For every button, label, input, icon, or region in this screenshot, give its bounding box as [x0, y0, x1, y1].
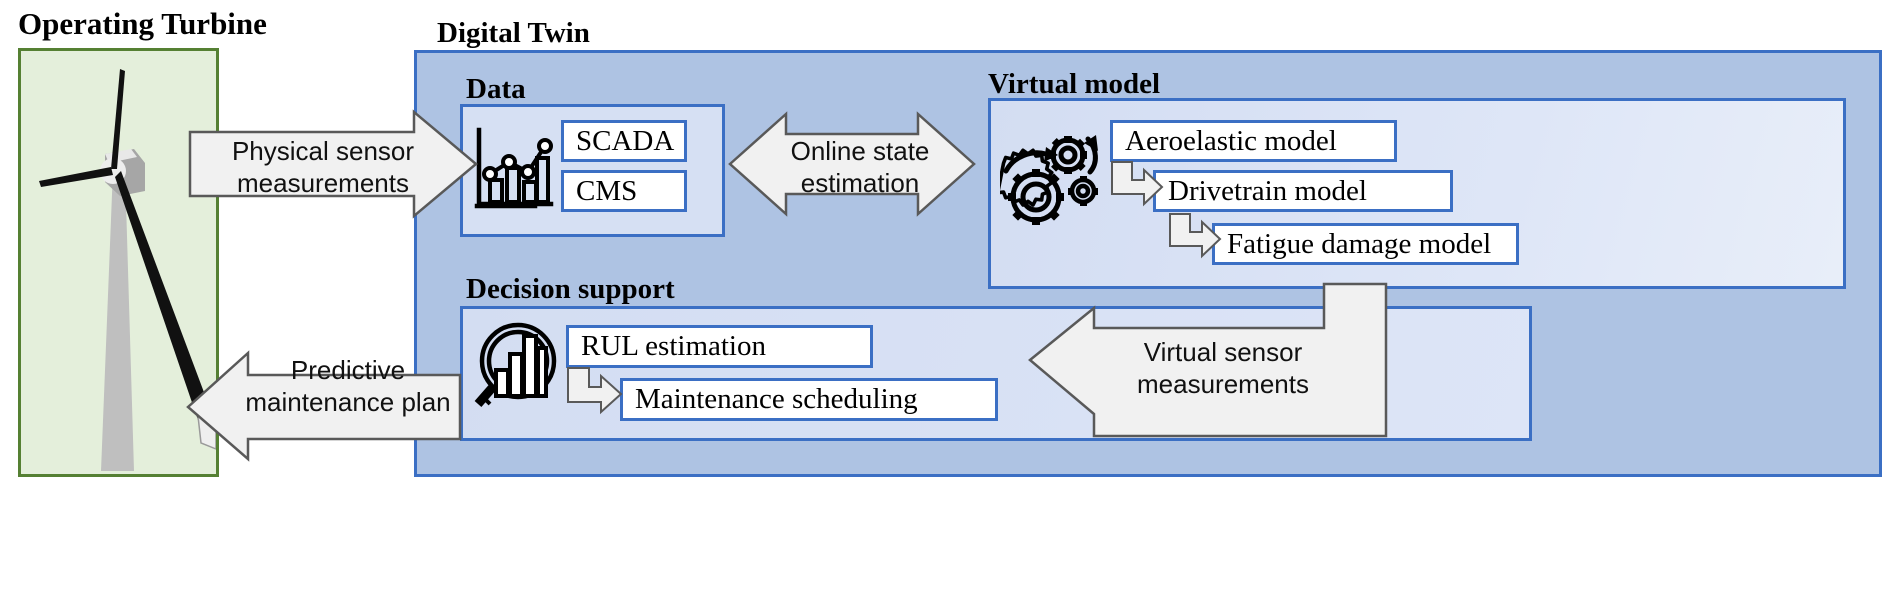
- item-label-rul-estimation: RUL estimation: [581, 330, 766, 362]
- connector-arrow-rul-to-maintenance: [566, 366, 624, 429]
- arrow-predictive-maintenance-plan: [186, 350, 462, 466]
- item-box-maintenance-scheduling[interactable]: Maintenance scheduling: [620, 378, 998, 421]
- section-label-virtual-model: Virtual model: [988, 68, 1161, 100]
- gears-icon: [995, 125, 1110, 238]
- operating-turbine-panel: [18, 48, 219, 477]
- item-label-cms: CMS: [576, 174, 638, 207]
- bar-chart-line-icon: [473, 124, 555, 217]
- magnifier-bar-chart-icon: [470, 318, 562, 423]
- item-box-rul-estimation[interactable]: RUL estimation: [566, 325, 873, 368]
- arrow-virtual-sensor-measurements: [1028, 282, 1388, 447]
- arrow-online-state-estimation: [728, 111, 976, 221]
- arrow-label-online-state-estimation: Online state estimation: [790, 136, 930, 198]
- section-label-data: Data: [466, 73, 526, 105]
- connector-arrow-drivetrain-to-fatigue: [1168, 212, 1223, 272]
- item-label-drivetrain-model: Drivetrain model: [1168, 174, 1367, 207]
- arrow-label-predictive-maintenance-plan: Predictive maintenance plan: [245, 355, 451, 417]
- item-box-fatigue-damage-model[interactable]: Fatigue damage model: [1212, 223, 1519, 265]
- arrow-label-physical-sensor-measurements: Physical sensor measurements: [231, 136, 415, 198]
- wind-turbine-icon: [39, 69, 217, 471]
- page-title-operating-turbine: Operating Turbine: [18, 6, 267, 41]
- item-box-drivetrain-model[interactable]: Drivetrain model: [1153, 170, 1453, 212]
- item-box-cms[interactable]: CMS: [561, 170, 687, 212]
- arrow-physical-sensor-measurements: [188, 109, 478, 223]
- page-title-digital-twin: Digital Twin: [437, 17, 590, 49]
- item-label-scada: SCADA: [576, 124, 675, 157]
- item-label-maintenance-scheduling: Maintenance scheduling: [635, 383, 918, 415]
- section-label-decision-support: Decision support: [466, 273, 675, 305]
- item-label-fatigue-damage-model: Fatigue damage model: [1227, 227, 1492, 260]
- item-box-scada[interactable]: SCADA: [561, 120, 687, 162]
- item-box-aeroelastic-model[interactable]: Aeroelastic model: [1110, 120, 1397, 162]
- arrow-label-virtual-sensor-measurements: Virtual sensor measurements: [1137, 337, 1309, 399]
- connector-arrow-aeroelastic-to-drivetrain: [1110, 160, 1165, 220]
- item-label-aeroelastic-model: Aeroelastic model: [1125, 124, 1337, 157]
